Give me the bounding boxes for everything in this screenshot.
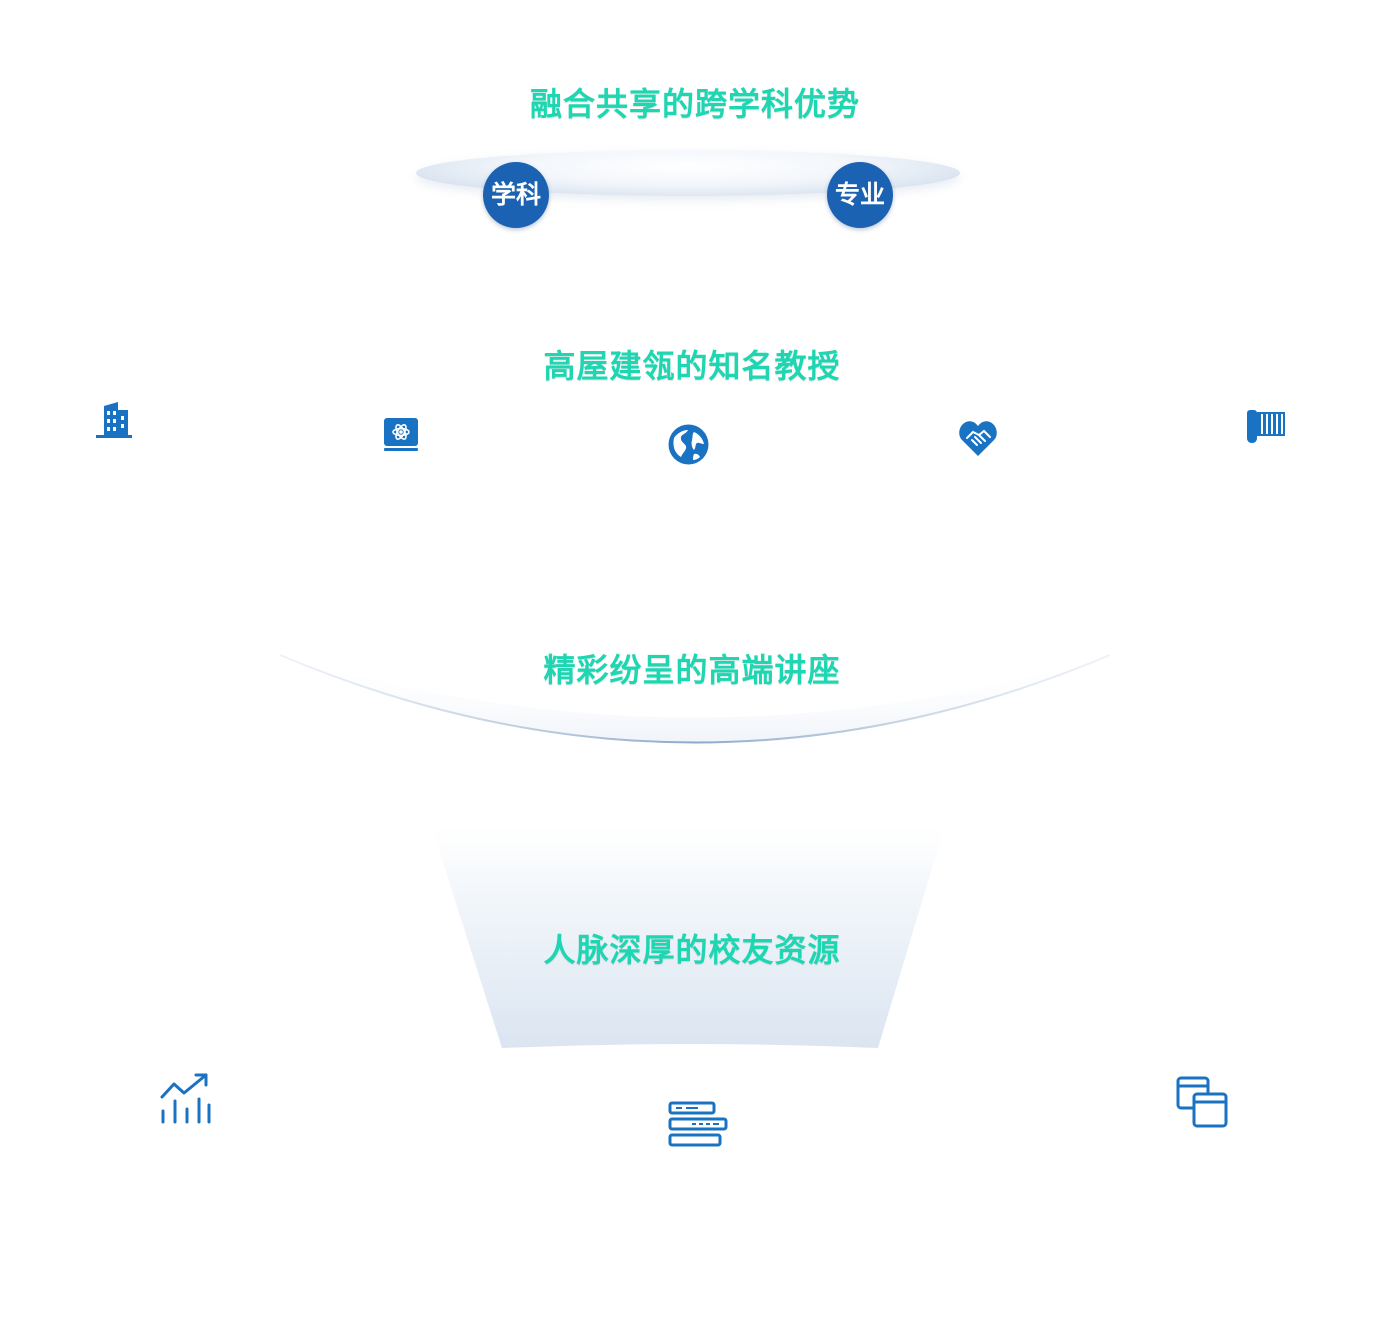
scroll-icon xyxy=(1247,410,1285,443)
bowl-curve xyxy=(279,654,1111,744)
section-title-professors: 高屋建瓴的知名教授 xyxy=(543,347,841,385)
badge-discipline: 学科 xyxy=(483,162,549,228)
windows-icon xyxy=(1176,1076,1228,1128)
chart-trend-icon xyxy=(160,1073,211,1124)
section-title-lectures: 精彩纷呈的高端讲座 xyxy=(543,651,841,689)
server-icon xyxy=(668,1101,728,1147)
section-title-alumni: 人脉深厚的校友资源 xyxy=(543,931,841,969)
badge-major: 专业 xyxy=(827,162,893,228)
funnel-shape xyxy=(428,815,948,1048)
globe-icon xyxy=(668,424,709,465)
building-icon xyxy=(96,402,132,438)
section-title-interdisciplinary: 融合共享的跨学科优势 xyxy=(529,85,860,123)
atom-book-icon xyxy=(384,418,418,451)
handshake-icon xyxy=(959,421,997,456)
